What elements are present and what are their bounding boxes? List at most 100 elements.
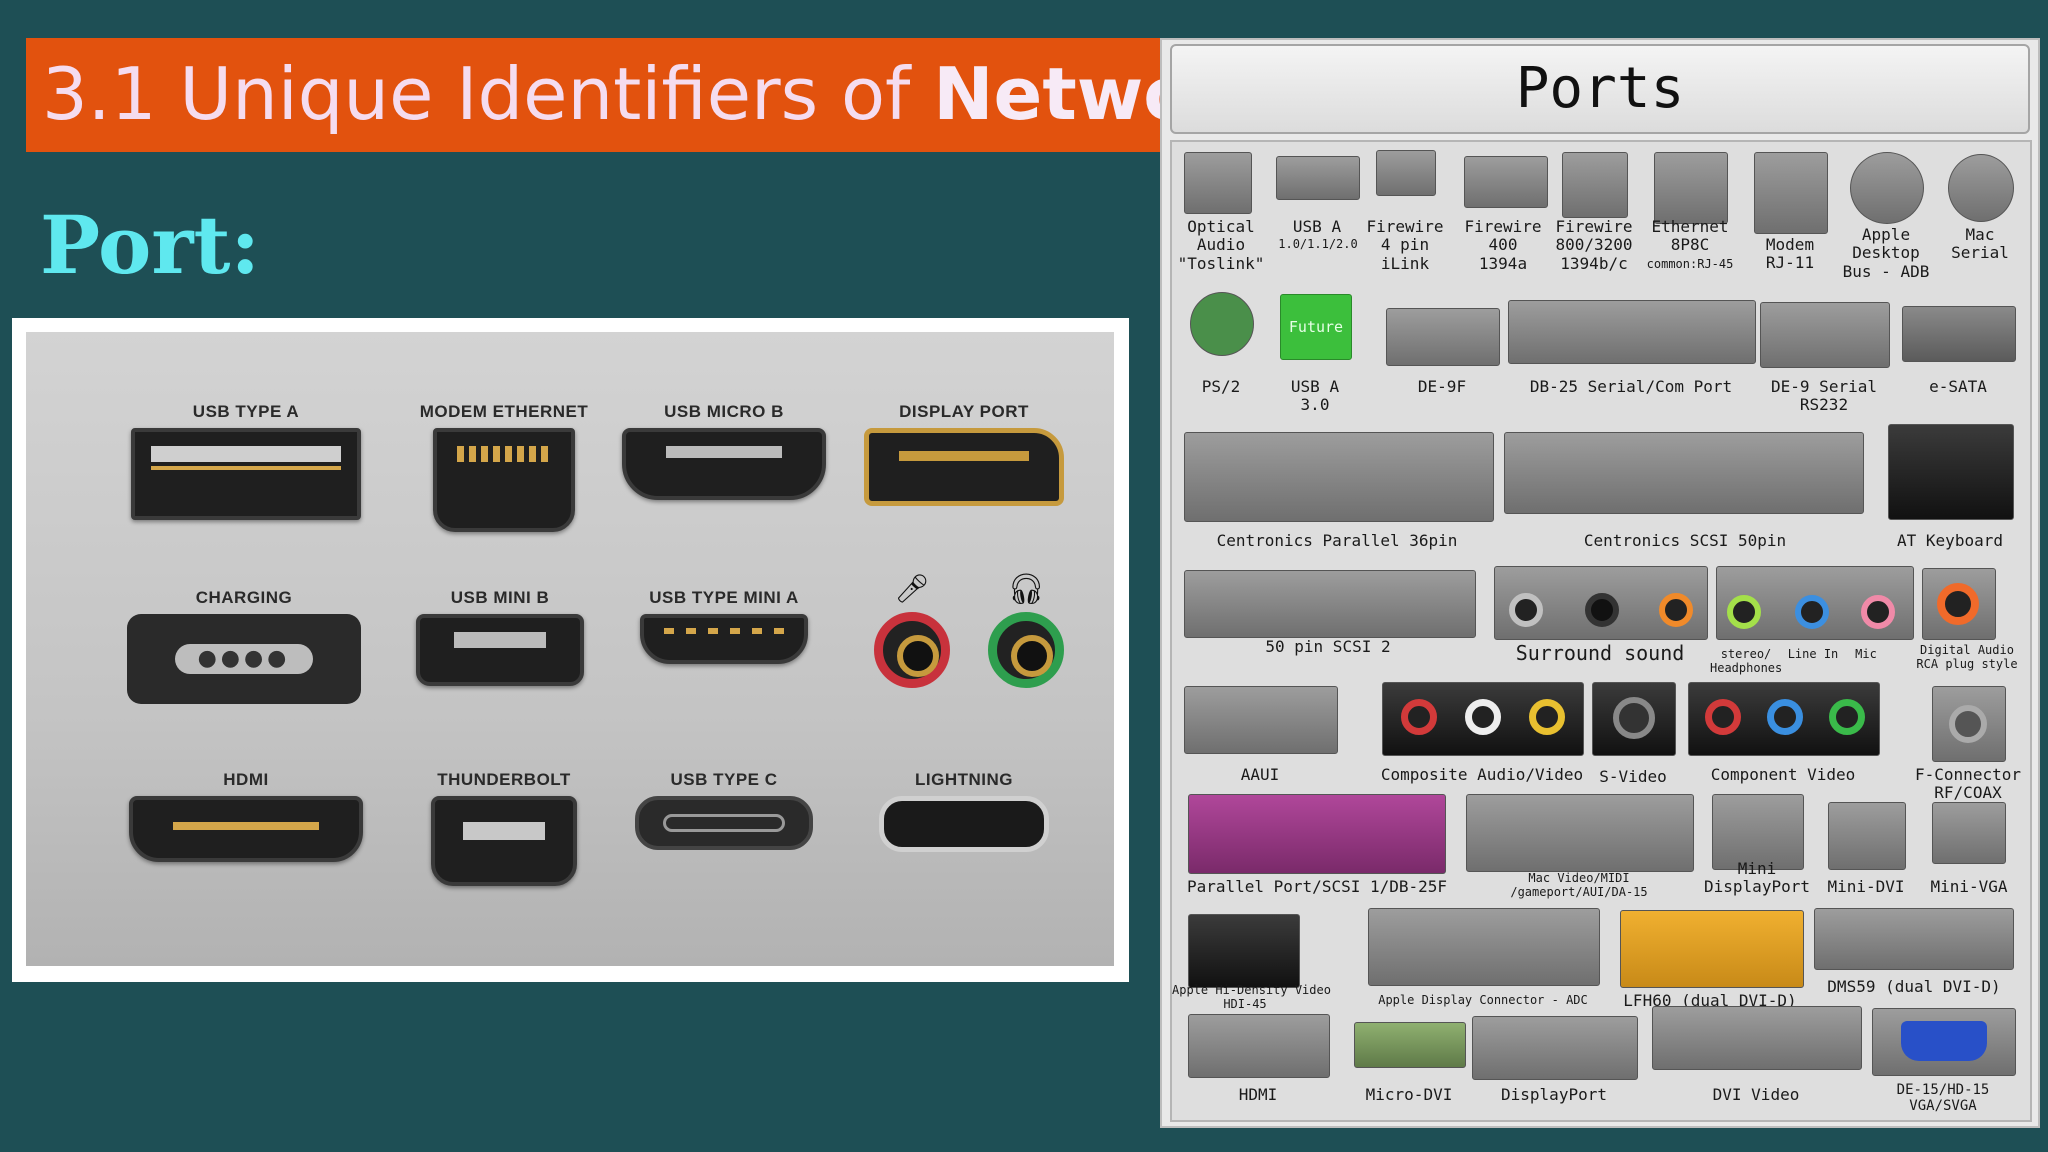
db25-icon: [1508, 300, 1756, 364]
port-usb-type-c: USB TYPE C: [604, 770, 844, 850]
label-composite: Composite Audio/Video: [1380, 765, 1584, 784]
port-usb-micro-b: USB MICRO B: [604, 402, 844, 500]
label-mac-video: Mac Video/MIDI/gameport/AUI/DA-15: [1510, 871, 1648, 899]
display-port-icon: [864, 428, 1064, 506]
port-label: USB MINI B: [450, 588, 550, 607]
scsi2-icon: [1184, 570, 1476, 638]
esata-icon: [1902, 306, 2016, 362]
left-port-grid: USB TYPE A MODEM ETHERNET USB MICRO B DI…: [26, 332, 1114, 966]
ethernet-rj45-icon: [1654, 152, 1728, 224]
hdi45-icon: [1188, 914, 1300, 988]
label-ps2: PS/2: [1201, 377, 1241, 396]
f-connector-icon: [1932, 686, 2006, 762]
slide-title: 3.1 Unique Identifiers of Netwo: [42, 52, 1160, 136]
hdmi-port-icon: [1188, 1014, 1330, 1078]
port-label: THUNDERBOLT: [437, 770, 571, 789]
mini-displayport-icon: [1712, 794, 1804, 870]
label-adc: Apple Display Connector - ADC: [1378, 993, 1588, 1007]
usb-type-c-icon: [635, 796, 813, 850]
ps2-icon: [1190, 292, 1254, 356]
mac-serial-icon: [1948, 154, 2014, 222]
port-thunderbolt: THUNDERBOLT: [384, 770, 624, 886]
ports-title: Ports: [1170, 44, 2030, 134]
centronics-36-icon: [1184, 432, 1494, 522]
port-modem-ethernet: MODEM ETHERNET: [384, 402, 624, 532]
de9-rs232-icon: [1760, 302, 1890, 368]
port-headphone-jack: 🎧︎: [986, 572, 1066, 692]
label-db25: DB-25 Serial/Com Port: [1529, 377, 1733, 396]
label-surround: Surround sound: [1515, 641, 1685, 665]
label-mini-vga: Mini-VGA: [1930, 877, 2008, 896]
port-usb-type-a: USB TYPE A: [126, 402, 366, 520]
adb-icon: [1850, 152, 1924, 224]
aaui-icon: [1184, 686, 1338, 754]
centronics-50-icon: [1504, 432, 1864, 514]
future-usb-a3-icon: Future: [1280, 294, 1352, 360]
vga-icon: [1872, 1008, 2016, 1076]
composite-av-icon: [1382, 682, 1584, 756]
label-dms59: DMS59 (dual DVI-D): [1827, 977, 2001, 996]
label-ethernet-sub: common:RJ-45: [1646, 257, 1734, 271]
label-usba: USB A: [1292, 217, 1342, 236]
port-usb-mini-b: USB MINI B: [380, 588, 620, 686]
at-keyboard-icon: [1888, 424, 2014, 520]
slide-title-bold: Netwo: [933, 52, 1160, 136]
label-centronics-50: Centronics SCSI 50pin: [1583, 531, 1787, 550]
port-label: USB TYPE MINI A: [649, 588, 799, 607]
slide-title-bar: 3.1 Unique Identifiers of Netwo: [26, 38, 1160, 152]
mac-video-icon: [1466, 794, 1694, 872]
optical-audio-icon: [1184, 152, 1252, 214]
hdmi-icon: [129, 796, 363, 862]
label-line-in: Line In: [1787, 647, 1839, 661]
firewire-800-icon: [1562, 152, 1628, 218]
firewire-4pin-icon: [1376, 150, 1436, 196]
headphones-icon: 🎧︎: [1006, 572, 1046, 607]
label-micro-dvi: Micro-DVI: [1365, 1085, 1453, 1104]
port-label: USB TYPE C: [670, 770, 778, 789]
headphone-jack-ring: [988, 612, 1064, 688]
usb-micro-b-icon: [622, 428, 826, 500]
mini-dvi-icon: [1828, 802, 1906, 870]
label-dvi: DVI Video: [1712, 1085, 1800, 1104]
mic-jack-ring: [874, 612, 950, 688]
port-microphone-jack: 🎤︎: [872, 572, 952, 692]
charging-port-icon: ●●●●: [127, 614, 361, 704]
mini-vga-icon: [1932, 802, 2006, 864]
label-mini-dvi: Mini-DVI: [1827, 877, 1905, 896]
thunderbolt-icon: [431, 796, 577, 886]
label-hdmi: HDMI: [1238, 1085, 1278, 1104]
label-svideo: S-Video: [1599, 767, 1667, 786]
parallel-port-icon: [1188, 794, 1446, 874]
microphone-icon: 🎤︎: [894, 572, 930, 605]
label-de9f: DE-9F: [1417, 377, 1467, 396]
usb-a-icon: [1276, 156, 1360, 200]
adc-icon: [1368, 908, 1600, 986]
displayport-icon: [1472, 1016, 1638, 1080]
label-at-keyboard: AT Keyboard: [1897, 531, 2003, 550]
usb-mini-b-icon: [416, 614, 584, 686]
label-lfh60: LFH60 (dual DVI-D): [1623, 991, 1797, 1010]
dvi-video-icon: [1652, 1006, 1862, 1070]
port-lightning: LIGHTNING: [844, 770, 1084, 852]
port-display-port: DISPLAY PORT: [844, 402, 1084, 506]
usb-mini-a-icon: [640, 614, 808, 664]
firewire-400-icon: [1464, 156, 1548, 208]
slide-subtitle: Port:: [40, 198, 260, 292]
port-label: CHARGING: [195, 588, 293, 607]
port-usb-type-mini-a: USB TYPE MINI A: [604, 588, 844, 664]
port-charging: CHARGING ●●●●: [124, 588, 364, 704]
port-label: USB MICRO B: [664, 402, 784, 421]
label-scsi2: 50 pin SCSI 2: [1265, 637, 1391, 656]
ethernet-icon: [433, 428, 575, 532]
